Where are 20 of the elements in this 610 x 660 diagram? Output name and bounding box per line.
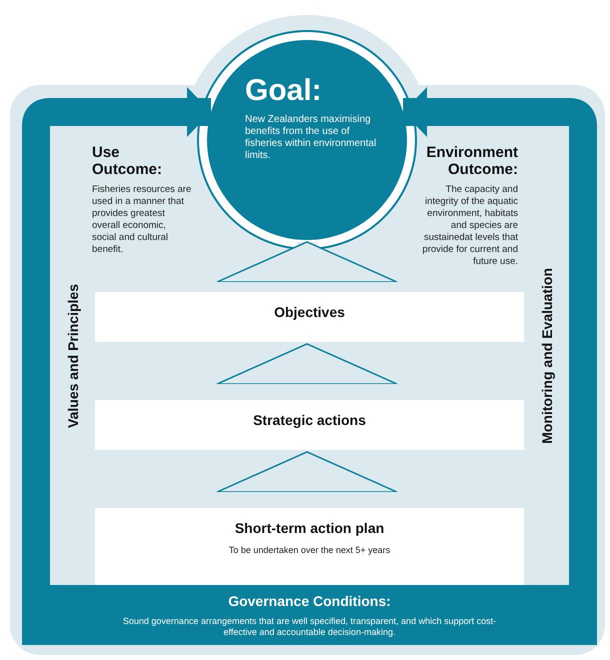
description: New Zealanders maximising benefits from the use of fisheries within environmental limits. — [245, 114, 377, 162]
description: Fisheries resources are used in a manner that provides greatest overall economic, social and cultural benefit. — [92, 184, 192, 256]
description: The capacity and integrity of the aquatic environment, habitats and species are sustainedat levels that provide for current and future use. — [421, 184, 518, 268]
heading: Monitoring and Evaluation — [538, 268, 554, 444]
heading: Environment Outcome: — [425, 144, 518, 178]
heading: Short-term action plan — [234, 520, 386, 536]
arrow — [22, 87, 211, 585]
governance-band — [22, 585, 597, 645]
heading: Values and Principles — [64, 284, 80, 428]
layer-band — [95, 292, 524, 342]
description: To be undertaken over the next 5+ years — [228, 544, 392, 556]
heading: Strategic actions — [252, 412, 367, 428]
arrow — [403, 87, 597, 585]
description: Sound governance arrangements that are well specified, transparent, and which support cost-effective and accountable decision-making. — [122, 616, 498, 638]
heading: Goal: — [245, 74, 323, 108]
layer-band — [95, 508, 524, 585]
layer-band — [95, 400, 524, 450]
heading: Use Outcome: — [92, 144, 164, 178]
heading: Objectives — [273, 304, 346, 320]
heading: Governance Conditions: — [227, 593, 392, 609]
